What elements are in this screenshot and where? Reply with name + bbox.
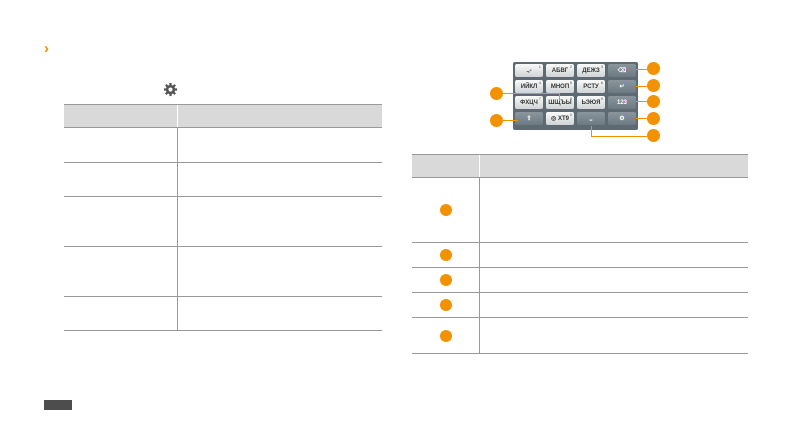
key-number: 3 [600,64,603,69]
key-label: ◎ XT9 [551,116,569,122]
key-number: 4 [538,80,541,85]
callout-line [636,118,650,119]
table-row [64,297,382,331]
callout-line [503,120,518,121]
key-number: 1 [538,64,541,69]
table-row [412,293,748,318]
table-row [412,318,748,354]
page-number-bar [44,400,72,410]
key-number: 9 [600,96,603,101]
key-number: 6 [600,80,603,85]
key-label: ИЙКЛ [520,83,538,90]
gear-icon: ⚙ [619,116,625,122]
section-chevron: › [44,40,49,57]
table-row [64,127,382,163]
table-row [64,197,382,247]
key-label: ШЩЪЫ [548,99,572,106]
settings-key[interactable]: ⚙ [608,112,636,125]
callout-marker [439,274,452,286]
key-number: 2 [569,64,572,69]
key-label: 123 [616,99,627,106]
callout-marker [647,62,660,75]
table-header [64,104,382,127]
key-label: ФХЦЧ [520,99,538,106]
callout-marker [439,299,452,311]
callout-marker [647,79,660,92]
key-punct[interactable]: .,- 1 [515,64,543,77]
mode-123-key[interactable]: 123 [608,96,636,109]
callout-marker [490,87,503,100]
table-row [412,243,748,268]
shift-icon: ⇧ [526,116,532,122]
callout-marker [647,112,660,125]
keypad-legend-table [412,154,748,354]
key-label: АБВГ [551,67,569,74]
table-row [64,163,382,197]
table-row [412,177,748,243]
callout-marker [439,329,452,342]
callout-marker [647,129,660,142]
gear-icon [163,82,178,97]
callout-line [559,93,560,101]
space-icon: ⎵ [589,115,593,121]
callout-marker [439,249,452,261]
callout-line [591,136,647,137]
key-label: .,- [526,67,532,74]
key-label: ДЕЖЗ [582,67,600,74]
enter-key[interactable]: ↵ [608,80,636,93]
table-row [412,268,748,293]
callout-marker [490,114,503,127]
space-key[interactable]: ⎵ [577,112,605,125]
callout-line [503,93,560,94]
key-label: РСТУ [583,83,599,90]
key-number: 0 [569,112,572,117]
table-row [64,247,382,297]
key-number: 5 [569,80,572,85]
callout-line [591,126,592,136]
callout-line [636,101,650,102]
callout-marker [647,95,660,108]
table-header [412,154,748,177]
key-number: 7 [538,96,541,101]
enter-icon: ↵ [619,84,625,90]
key-number: 8 [569,96,572,101]
callout-marker [439,204,452,216]
shift-key[interactable]: ⇧ [515,112,543,125]
key-label: МНОП [550,83,570,90]
key-label: ЬЭЮЯ [581,99,601,106]
callout-line [636,69,650,70]
backspace-icon: ⌫ [617,68,627,74]
settings-table [64,104,382,331]
backspace-key[interactable]: ⌫ [608,64,636,77]
callout-line [636,86,650,87]
